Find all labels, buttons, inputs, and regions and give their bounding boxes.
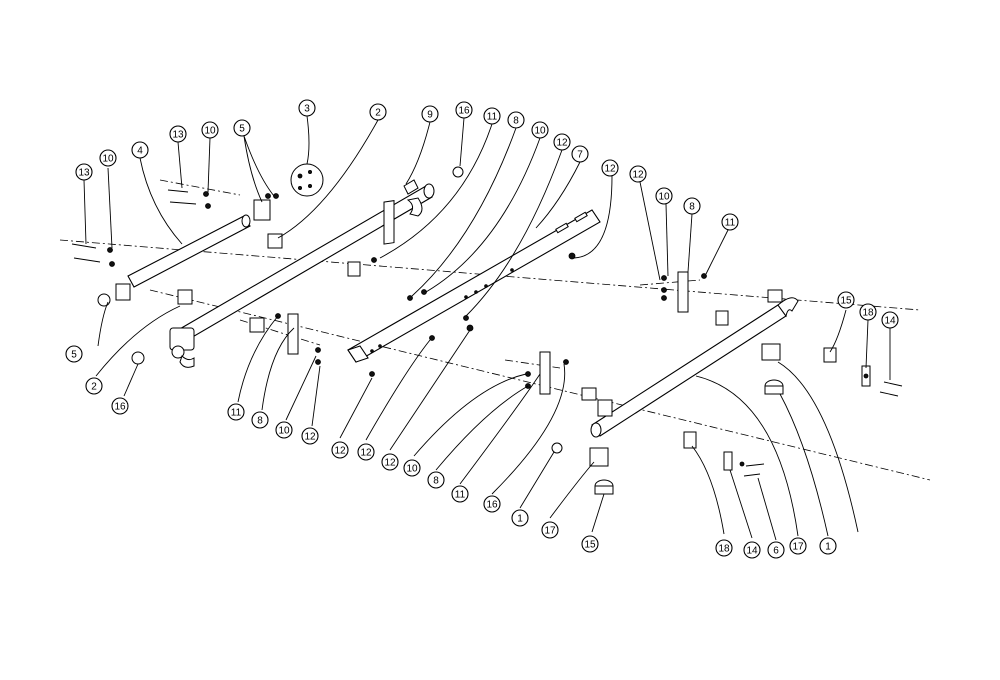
callout-number: 3 xyxy=(304,104,310,115)
callout-number: 12 xyxy=(632,170,644,181)
callout-balloon-11: 11 xyxy=(721,213,739,231)
callout-number: 1 xyxy=(825,542,831,553)
callout-number: 18 xyxy=(718,544,730,555)
callout-number: 15 xyxy=(840,296,852,307)
main-channel-part-7 xyxy=(347,209,601,363)
callout-number: 11 xyxy=(231,408,242,419)
callout-balloon-12: 12 xyxy=(381,453,399,471)
callout-number: 12 xyxy=(360,448,372,459)
callout-balloon-8: 8 xyxy=(251,411,269,429)
callout-balloon-10: 10 xyxy=(275,421,293,439)
callout-balloon-16: 16 xyxy=(483,495,501,513)
callout-balloon-10: 10 xyxy=(531,121,549,139)
callout-number: 11 xyxy=(455,490,466,501)
upper-tube-part-9 xyxy=(403,179,419,195)
callout-balloon-15: 15 xyxy=(581,535,599,553)
callout-number: 4 xyxy=(137,146,143,157)
callout-number: 15 xyxy=(584,540,596,551)
callout-number: 13 xyxy=(78,168,90,179)
callout-balloon-11: 11 xyxy=(451,485,469,503)
callout-balloon-8: 8 xyxy=(507,111,525,129)
callout-balloon-2: 2 xyxy=(85,377,103,395)
fasteners xyxy=(71,189,903,477)
callout-number: 16 xyxy=(458,106,470,117)
callout-balloon-13: 13 xyxy=(75,163,93,181)
callout-number: 9 xyxy=(427,110,433,121)
callout-number: 1 xyxy=(517,514,523,525)
callout-balloon-11: 11 xyxy=(227,403,245,421)
callout-balloon-12: 12 xyxy=(301,427,319,445)
callout-number: 10 xyxy=(204,126,216,137)
callout-balloon-11: 11 xyxy=(483,107,501,125)
callout-number: 8 xyxy=(513,116,519,127)
callout-balloon-8: 8 xyxy=(683,197,701,215)
callout-balloon-8: 8 xyxy=(427,471,445,489)
callout-balloon-13: 13 xyxy=(169,125,187,143)
callout-balloon-3: 3 xyxy=(298,99,316,117)
callout-number: 12 xyxy=(556,138,568,149)
callout-number: 17 xyxy=(792,542,804,553)
callout-balloon-2: 2 xyxy=(369,103,387,121)
callout-number: 11 xyxy=(487,112,498,123)
callout-balloon-14: 14 xyxy=(743,541,761,559)
callout-number: 8 xyxy=(257,416,263,427)
callout-number: 8 xyxy=(689,202,695,213)
callout-balloon-12: 12 xyxy=(553,133,571,151)
callout-number: 10 xyxy=(102,154,114,165)
callout-balloon-14: 14 xyxy=(881,311,899,329)
callout-balloon-15: 15 xyxy=(837,291,855,309)
callout-balloon-9: 9 xyxy=(421,105,439,123)
callout-number: 16 xyxy=(486,500,498,511)
callout-number: 5 xyxy=(71,350,77,361)
callout-balloon-6: 6 xyxy=(767,541,785,559)
callout-balloon-16: 16 xyxy=(111,397,129,415)
callout-number: 14 xyxy=(746,546,758,557)
front-tube-part-6 xyxy=(590,289,799,438)
callout-number: 10 xyxy=(278,426,290,437)
callout-number: 5 xyxy=(239,124,245,135)
callout-number: 10 xyxy=(406,464,418,475)
callout-balloon-5: 5 xyxy=(65,345,83,363)
callout-number: 18 xyxy=(862,308,874,319)
callout-number: 8 xyxy=(433,476,439,487)
callout-balloon-16: 16 xyxy=(455,101,473,119)
callout-number: 2 xyxy=(375,108,381,119)
callout-number: 6 xyxy=(773,546,779,557)
callout-number: 12 xyxy=(384,458,396,469)
callout-balloon-10: 10 xyxy=(99,149,117,167)
callout-balloon-10: 10 xyxy=(201,121,219,139)
callout-balloon-1: 1 xyxy=(511,509,529,527)
callout-number: 11 xyxy=(725,218,736,229)
callout-number: 13 xyxy=(172,130,184,141)
callout-number: 2 xyxy=(91,382,97,393)
callout-number: 10 xyxy=(658,192,670,203)
callout-number: 12 xyxy=(604,164,616,175)
callout-balloon-4: 4 xyxy=(131,141,149,159)
callout-balloon-5: 5 xyxy=(233,119,251,137)
callout-number: 10 xyxy=(534,126,546,137)
callout-balloon-1: 1 xyxy=(819,537,837,555)
callout-balloon-10: 10 xyxy=(403,459,421,477)
leader-lines xyxy=(83,115,891,541)
callout-balloon-17: 17 xyxy=(789,537,807,555)
callout-balloon-7: 7 xyxy=(571,145,589,163)
callout-balloon-10: 10 xyxy=(655,187,673,205)
callout-balloon-12: 12 xyxy=(357,443,375,461)
callout-balloon-18: 18 xyxy=(859,303,877,321)
long-tube-part-2 xyxy=(169,183,435,368)
callout-balloon-17: 17 xyxy=(541,521,559,539)
callout-balloon-12: 12 xyxy=(601,159,619,177)
callout-balloon-18: 18 xyxy=(715,539,733,557)
rear-tube-part-4 xyxy=(127,214,251,288)
callout-number: 12 xyxy=(304,432,316,443)
callout-number: 12 xyxy=(334,446,346,457)
callout-balloon-12: 12 xyxy=(629,165,647,183)
callout-number: 17 xyxy=(544,526,556,537)
callout-number: 14 xyxy=(884,316,896,327)
callout-balloon-12: 12 xyxy=(331,441,349,459)
callout-number: 16 xyxy=(114,402,126,413)
callout-number: 7 xyxy=(577,150,583,161)
